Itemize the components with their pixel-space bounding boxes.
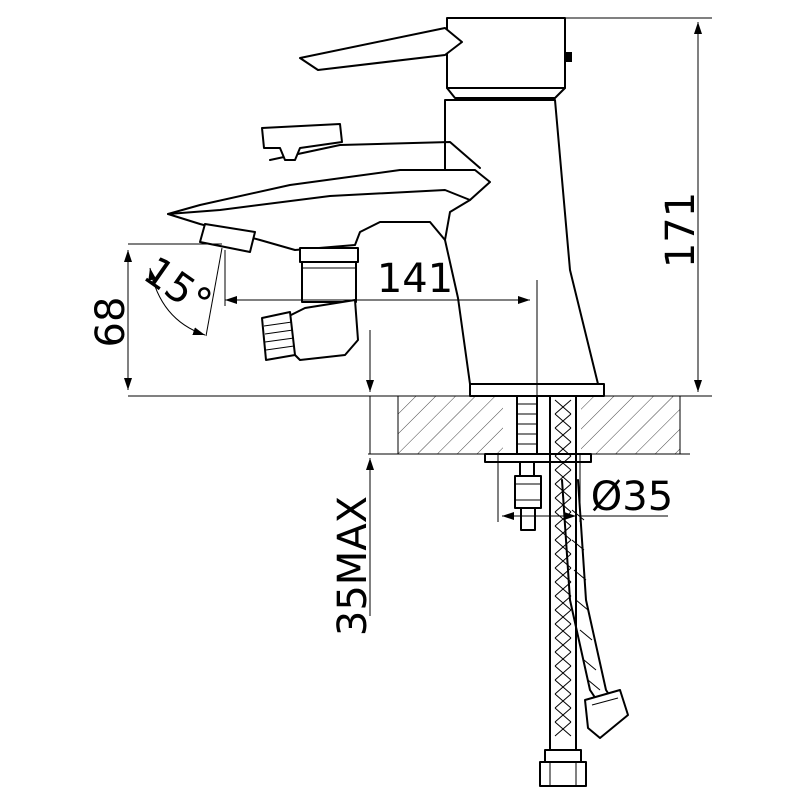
dimension-label-68: 68 <box>88 297 134 348</box>
dimension-spout-height: 68 <box>88 243 222 390</box>
braided-hoses <box>539 395 629 787</box>
dimension-label-dia35: Ø35 <box>591 474 673 520</box>
dimension-label-141: 141 <box>377 256 453 302</box>
dimension-spout-reach: 141 <box>225 256 538 396</box>
dimension-deck-thickness: 35MAX <box>330 330 376 636</box>
dimension-label-171: 171 <box>658 192 704 268</box>
faucet-body <box>167 17 605 397</box>
dimension-hole-diameter: Ø35 <box>497 454 673 522</box>
dimension-spout-angle: 15° <box>135 247 226 337</box>
dimension-label-15deg: 15° <box>135 248 219 326</box>
dimension-height-total: 171 <box>565 17 712 397</box>
countertop-section <box>128 395 700 455</box>
dimension-label-35max: 35MAX <box>330 496 376 636</box>
